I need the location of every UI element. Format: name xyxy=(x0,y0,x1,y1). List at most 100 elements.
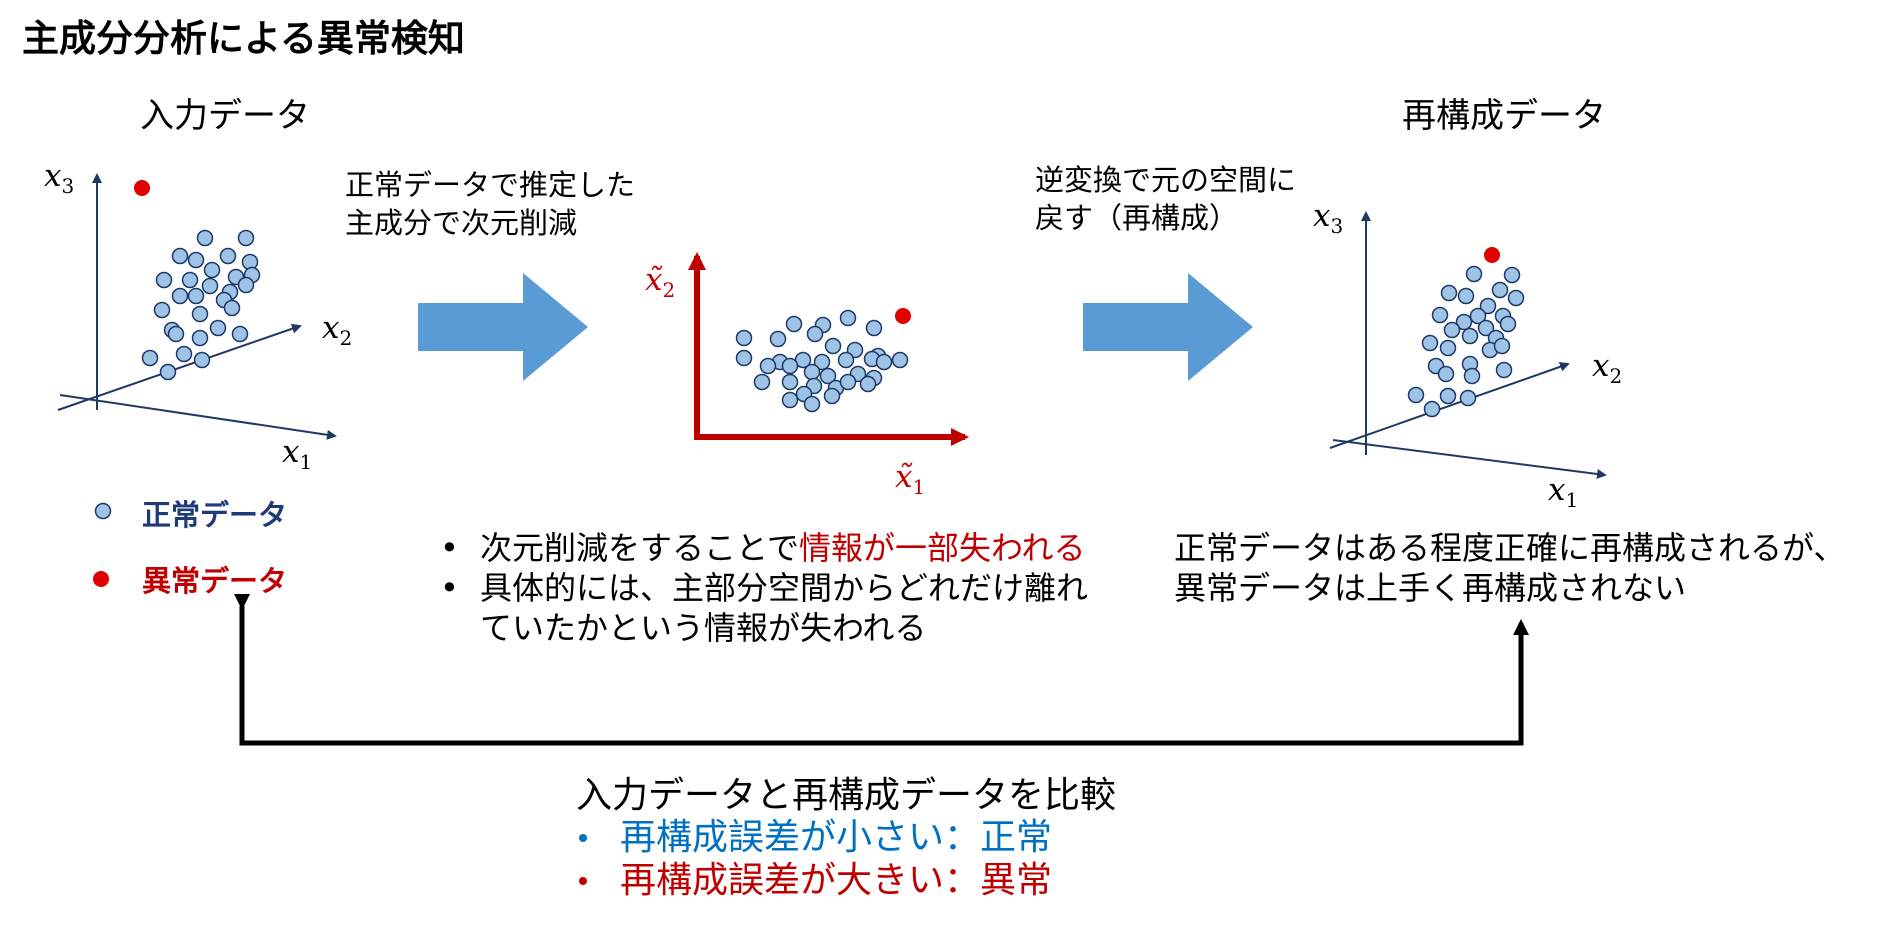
middle-note-3-text: ていたかという情報が失われる xyxy=(480,609,927,647)
data-point xyxy=(187,251,205,269)
recon-x2-label: x2 xyxy=(1592,348,1623,389)
data-point xyxy=(839,373,857,391)
data-point xyxy=(769,330,787,348)
data-point xyxy=(865,319,883,337)
input-points xyxy=(134,180,261,381)
data-point xyxy=(1503,266,1521,284)
recon-x3-label: x3 xyxy=(1313,198,1344,239)
data-point xyxy=(231,325,249,343)
data-point xyxy=(1457,287,1475,305)
data-point xyxy=(1437,365,1455,383)
data-point xyxy=(237,229,255,247)
data-point xyxy=(859,375,877,393)
data-point xyxy=(1493,337,1511,355)
data-point xyxy=(813,353,831,371)
comparison-item-anomaly: 再構成誤差が大きい：異常 xyxy=(620,860,1053,901)
data-point xyxy=(1439,339,1457,357)
legend-anomaly-marker xyxy=(93,571,109,587)
data-point xyxy=(1465,265,1483,283)
data-point xyxy=(1461,327,1479,345)
recon-x1-label: x1 xyxy=(1548,472,1579,513)
arrow1-caption-line: 正常データで推定した xyxy=(345,168,636,202)
data-point xyxy=(219,247,237,265)
data-point xyxy=(1407,386,1425,404)
dimension-reduction-arrow xyxy=(418,273,588,381)
latent-x2-label: x̃2 xyxy=(645,262,676,303)
right-note-line: 異常データは上手く再構成されない xyxy=(1174,569,1687,607)
data-point xyxy=(223,299,241,317)
arrow2-caption: 逆変換で元の空間に 戻す（再構成） xyxy=(1035,161,1296,237)
data-point xyxy=(1499,315,1517,333)
data-point xyxy=(181,271,199,289)
data-point xyxy=(1439,387,1457,405)
data-point xyxy=(839,309,857,327)
anomaly-point xyxy=(1484,247,1500,263)
data-point xyxy=(823,387,841,405)
data-point xyxy=(1440,284,1458,302)
data-point xyxy=(735,329,753,347)
data-point xyxy=(819,367,837,385)
legend-normal-marker xyxy=(94,502,112,520)
data-point xyxy=(875,353,893,371)
data-point xyxy=(1455,313,1473,331)
data-point xyxy=(803,363,821,381)
data-point xyxy=(1507,289,1525,307)
data-point xyxy=(837,351,855,369)
data-point xyxy=(1491,281,1509,299)
data-point xyxy=(187,287,205,305)
data-point xyxy=(159,363,177,381)
bullet-dot xyxy=(579,834,587,842)
reconstruction-arrow xyxy=(1083,273,1253,381)
data-point xyxy=(891,351,909,369)
anomaly-point xyxy=(895,308,911,324)
data-point xyxy=(1469,307,1487,325)
data-point xyxy=(209,319,227,337)
data-point xyxy=(781,391,799,409)
arrow1-caption: 正常データで推定した 主成分で次元削減 xyxy=(345,166,635,242)
arrow2-caption-line: 戻す（再構成） xyxy=(1035,201,1239,235)
middle-note-1-text: 次元削減をすることで xyxy=(480,529,800,567)
recon-panel-title: 再構成データ xyxy=(1402,96,1606,136)
data-point xyxy=(196,229,214,247)
comparison-item-normal: 再構成誤差が小さい：正常 xyxy=(620,817,1053,858)
data-point xyxy=(803,395,821,413)
input-x2-axis xyxy=(57,323,302,411)
input-x3-label: x3 xyxy=(44,158,75,199)
data-point xyxy=(171,287,189,305)
middle-note-2: •具体的には、主部分空間からどれだけ離れ xyxy=(440,569,1089,607)
data-point xyxy=(759,357,777,375)
data-point xyxy=(785,315,803,333)
data-point xyxy=(781,373,799,391)
recon-points xyxy=(1407,247,1525,418)
data-point xyxy=(191,329,209,347)
middle-note-1: •次元削減をすることで情報が一部失われる xyxy=(440,529,1086,567)
data-point xyxy=(155,271,173,289)
anomaly-point xyxy=(134,180,150,196)
middle-notes: •次元削減をすることで情報が一部失われる •具体的には、主部分空間からどれだけ離… xyxy=(440,528,1088,648)
input-x2-label: x2 xyxy=(322,310,353,351)
comparison-heading: 入力データと再構成データを比較 xyxy=(576,775,1117,816)
input-x1-axis xyxy=(59,394,337,440)
bullet-dot xyxy=(579,877,587,885)
page-title: 主成分分析による異常検知 xyxy=(22,17,465,60)
data-point xyxy=(141,349,159,367)
data-point xyxy=(753,373,771,391)
comparison-connector xyxy=(234,594,1529,746)
input-axes xyxy=(57,173,337,440)
data-point xyxy=(175,345,193,363)
data-point xyxy=(806,325,824,343)
recon-x1-axis xyxy=(1332,439,1607,479)
latent-points xyxy=(735,308,911,413)
data-point xyxy=(1421,334,1439,352)
data-point xyxy=(1423,400,1441,418)
middle-note-2-text: 具体的には、主部分空間からどれだけ離れ xyxy=(480,569,1089,607)
data-point xyxy=(1463,367,1481,385)
data-point xyxy=(1431,306,1449,324)
data-point xyxy=(167,325,185,343)
data-point xyxy=(237,276,255,294)
arrow2-caption-line: 逆変換で元の空間に xyxy=(1035,163,1297,197)
data-point xyxy=(1495,361,1513,379)
data-point xyxy=(1443,321,1461,339)
data-point xyxy=(193,351,211,369)
